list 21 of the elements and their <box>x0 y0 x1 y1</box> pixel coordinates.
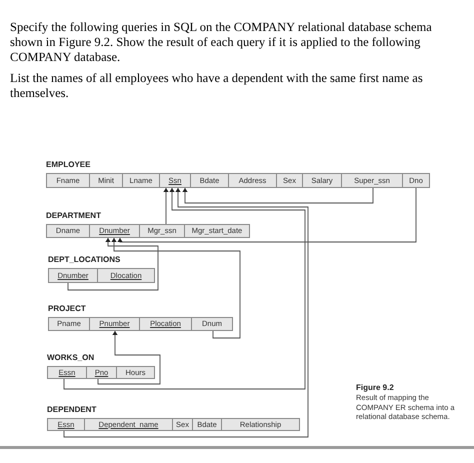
foreign-key-arrow <box>64 188 308 438</box>
relation-name: DEPT_LOCATIONS <box>48 255 120 264</box>
relation-table <box>46 158 430 188</box>
relation-name: PROJECT <box>48 304 86 313</box>
relation-name: DEPARTMENT <box>46 211 101 220</box>
relation-table <box>47 351 155 379</box>
relation-name: WORKS_ON <box>47 353 94 362</box>
relation-name: DEPENDENT <box>47 405 96 414</box>
foreign-key-arrow <box>98 330 160 384</box>
foreign-key-arrow <box>64 188 306 390</box>
foreign-key-arrow <box>163 188 169 224</box>
foreign-key-arrow <box>117 188 416 242</box>
relation-table <box>48 302 233 331</box>
foreign-key-arrow <box>68 238 158 290</box>
foreign-key-arrow <box>111 238 240 338</box>
question-text: Specify the following queries in SQL on the COMPANY relational database schema shown in Figure 9.2. Show the result of each query if it is applied to the following COMPANY database. <box>10 20 433 65</box>
foreign-key-arrow <box>182 188 374 204</box>
relation-table <box>48 253 155 283</box>
figure-number: Figure 9.2 <box>356 383 394 392</box>
question-text: List the names of all employees who have a dependent with the same first name as themselves. <box>10 71 424 101</box>
relation-name: EMPLOYEE <box>46 160 90 169</box>
